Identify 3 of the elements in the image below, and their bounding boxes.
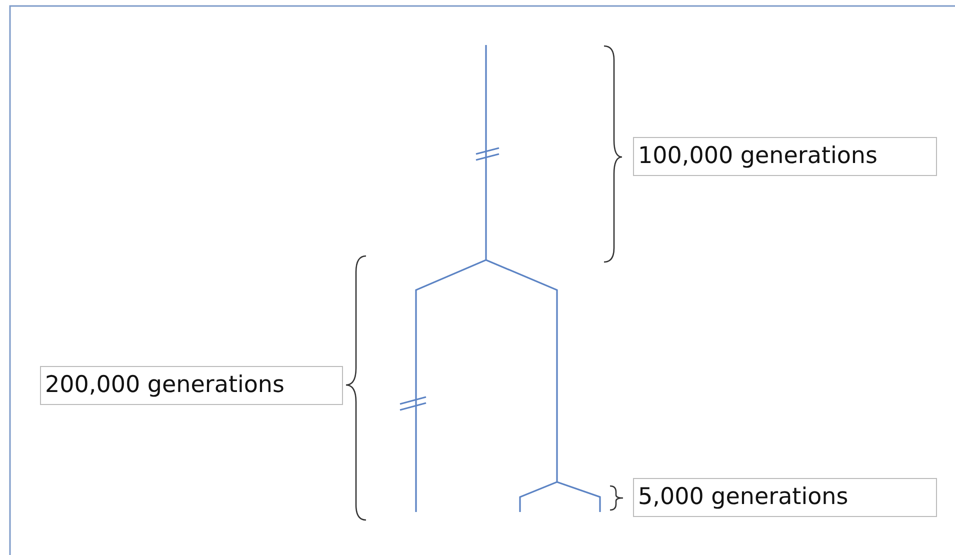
label-box: 200,000 generations: [40, 366, 343, 405]
label-box: 100,000 generations: [633, 137, 937, 176]
label-box: 5,000 generations: [633, 478, 937, 517]
